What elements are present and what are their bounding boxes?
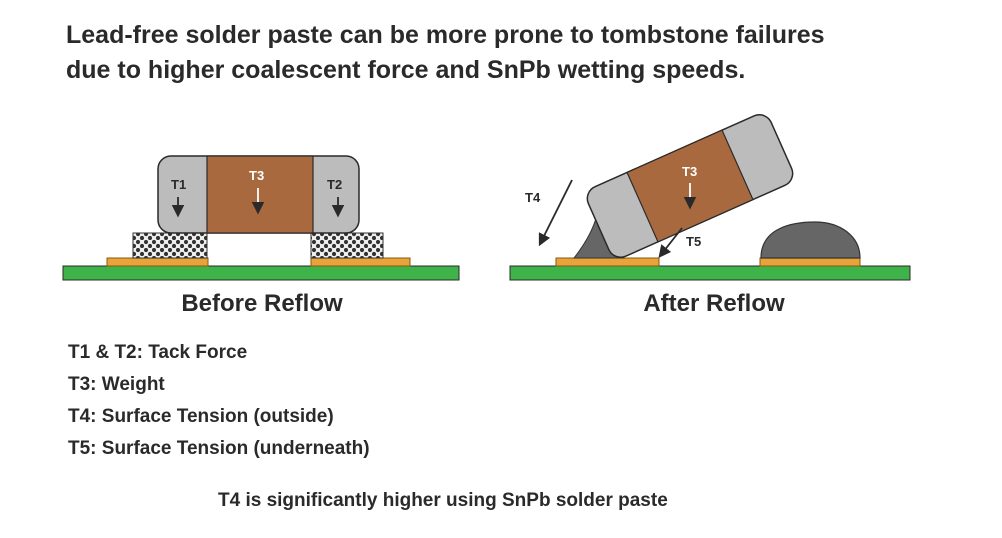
label-t3-after: T3	[682, 164, 697, 179]
arrow-t4	[538, 179, 573, 247]
legend-item-weight: T3: Weight	[68, 374, 165, 395]
label-t1: T1	[171, 177, 186, 192]
legend-item-tack-force: T1 & T2: Tack Force	[68, 342, 248, 363]
footnote: T4 is significantly higher using SnPb so…	[218, 490, 668, 511]
title-line-2: due to higher coalescent force and SnPb …	[66, 56, 746, 84]
pad-left-before	[106, 257, 209, 267]
before-reflow-panel: T1 T2 T3 Before Reflow	[62, 155, 460, 317]
caption-after-reflow: After Reflow	[643, 290, 785, 317]
pcb-board-after	[509, 265, 911, 281]
pad-right-before	[310, 257, 411, 267]
label-t3-before: T3	[249, 168, 264, 183]
caption-before-reflow: Before Reflow	[181, 290, 343, 317]
pcb-board-before	[62, 265, 460, 281]
label-t4: T4	[525, 190, 541, 205]
label-t2: T2	[327, 177, 342, 192]
title-line-1: Lead-free solder paste can be more prone…	[66, 21, 825, 49]
pad-right-after	[759, 257, 861, 267]
solder-paste-right	[310, 232, 384, 259]
after-reflow-panel: T3 T4 T5 After Reflow	[509, 114, 911, 317]
arrow-t5	[658, 227, 683, 258]
diagram-title: Lead-free solder paste can be more prone…	[66, 18, 966, 88]
label-t5: T5	[686, 234, 701, 249]
solder-dome-right	[760, 221, 861, 259]
solder-paste-left	[132, 232, 208, 259]
force-legend: T1 & T2: Tack Force T3: Weight T4: Surfa…	[68, 337, 668, 465]
legend-item-surface-tension-outside: T4: Surface Tension (outside)	[68, 406, 334, 427]
component-body-before	[206, 155, 314, 234]
legend-item-surface-tension-underneath: T5: Surface Tension (underneath)	[68, 438, 370, 459]
pad-left-after	[555, 257, 660, 267]
